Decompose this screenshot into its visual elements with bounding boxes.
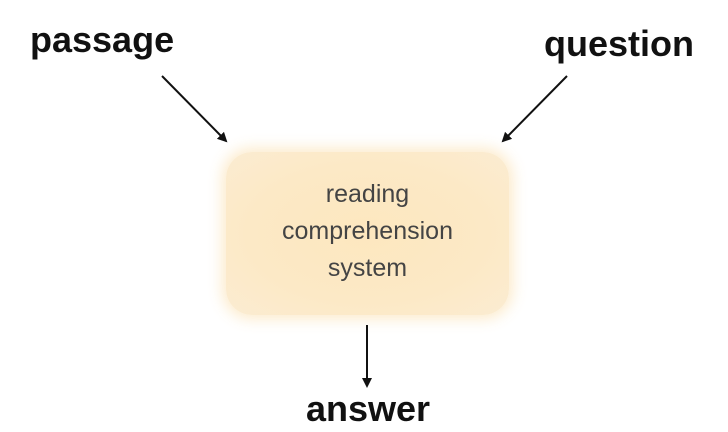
question-label: question: [544, 23, 694, 64]
reading-comprehension-system-box: reading comprehension system: [226, 152, 509, 315]
passage-label: passage: [30, 19, 175, 60]
system-text-line-2: comprehension: [282, 217, 453, 245]
system-box-text: reading comprehension system: [282, 176, 453, 287]
arrow-question-to-system: [501, 75, 568, 143]
answer-label: answer: [306, 388, 431, 429]
arrow-passage-to-system: [161, 75, 228, 143]
system-text-line-3: system: [327, 254, 408, 282]
system-text-line-1: reading: [325, 180, 410, 208]
